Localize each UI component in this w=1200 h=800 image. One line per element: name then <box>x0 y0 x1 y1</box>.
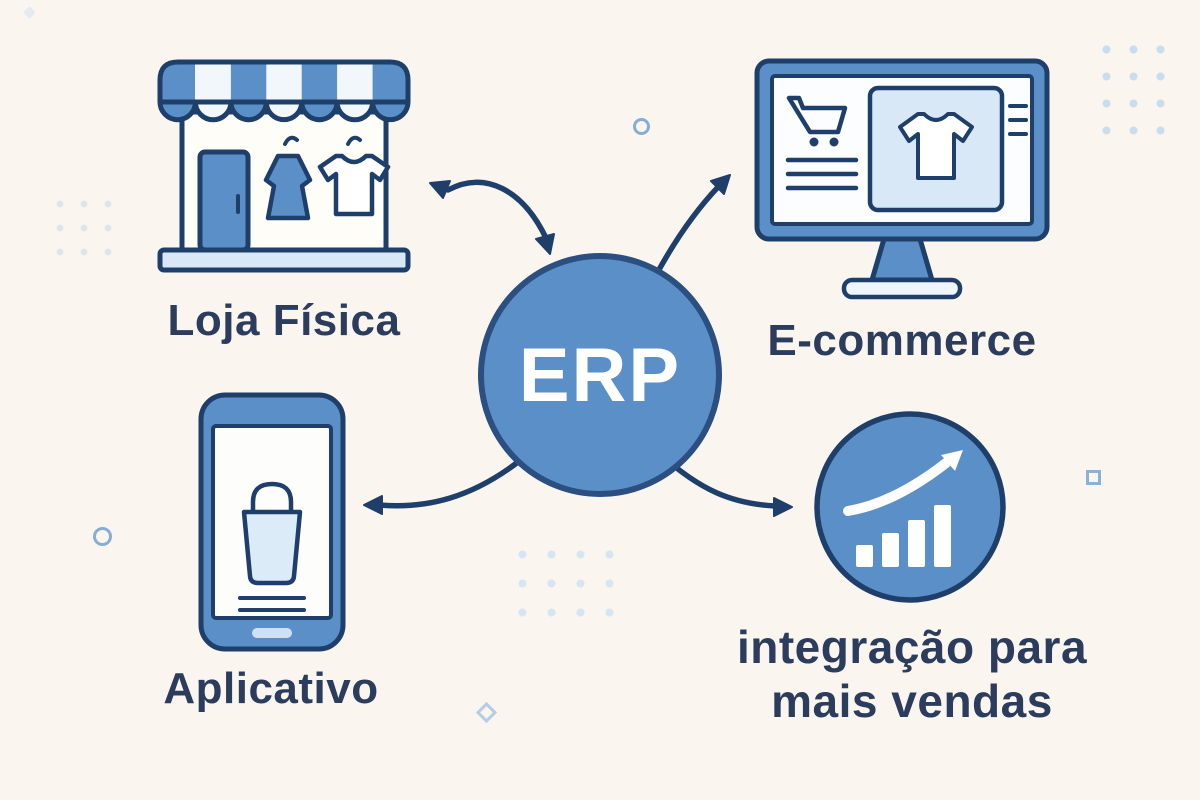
ring-decor-left <box>93 527 112 546</box>
store-label: Loja Física <box>167 296 401 345</box>
dot-grid-bottom <box>508 540 624 627</box>
text-lines-icon <box>785 157 859 191</box>
product-card-icon <box>867 85 1005 213</box>
dot-grid-top-right <box>1093 36 1174 144</box>
arrow-erp-ecommerce <box>652 183 722 280</box>
dot-grid-left <box>48 192 120 264</box>
ring-decor-top <box>633 118 650 135</box>
growth-chart-icon <box>814 411 1006 603</box>
tshirt-icon <box>317 135 391 217</box>
growth-label-line2: mais vendas <box>771 675 1053 728</box>
arrowhead-to-store <box>429 180 451 199</box>
door-icon <box>197 149 251 253</box>
text-lines-icon <box>238 596 306 612</box>
app-label: Aplicativo <box>163 664 379 713</box>
arrow-store-erp <box>445 179 549 241</box>
dress-icon <box>263 135 313 221</box>
home-button-icon <box>252 628 292 638</box>
arrowhead-to-ecommerce <box>710 174 731 195</box>
tshirt-icon <box>898 112 974 180</box>
arrowhead-to-app <box>363 495 383 515</box>
smartphone-icon <box>198 392 346 652</box>
bar-chart-icon <box>856 505 951 567</box>
growth-label-line1: integração para <box>736 621 1088 673</box>
up-arrow-icon <box>843 450 963 516</box>
cart-icon <box>786 95 848 147</box>
erp-circle: ERP <box>478 253 722 497</box>
arrow-erp-app <box>377 459 521 509</box>
shopping-bag-icon <box>241 481 303 586</box>
ecommerce-label: E-commerce <box>767 316 1037 365</box>
side-lines-icon <box>1008 104 1028 136</box>
arrowhead-to-growth <box>773 497 793 517</box>
storefront-icon <box>157 59 411 273</box>
erp-label: ERP <box>518 332 682 418</box>
growth-label: integração para mais vendas <box>687 620 1137 729</box>
ecommerce-monitor-icon <box>754 58 1050 300</box>
awning-icon <box>157 59 411 123</box>
arrowhead-to-erp <box>535 233 555 255</box>
square-decor-right <box>1086 470 1101 485</box>
